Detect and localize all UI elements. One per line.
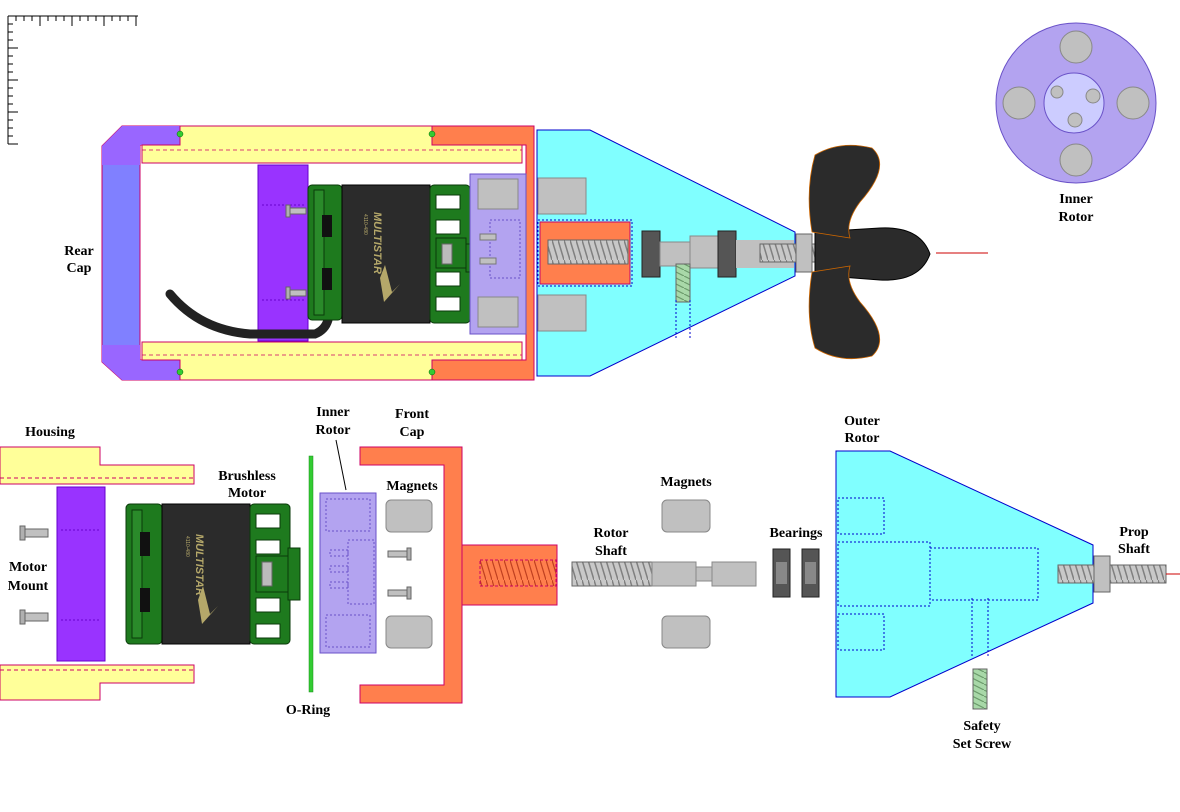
front-cap-exploded xyxy=(359,446,463,704)
joint-dot xyxy=(176,130,184,138)
label-brushless-motor-1: Brushless xyxy=(218,469,276,484)
exploded-view: MULTISTAR 4110-480 xyxy=(0,439,1180,710)
label-outer-rotor-1: Outer xyxy=(844,414,880,429)
magnet xyxy=(385,615,433,649)
motor-mount-exploded xyxy=(56,486,106,662)
label-front-cap-1: Front xyxy=(395,407,429,422)
housing-exploded-bottom xyxy=(0,664,195,701)
ruler xyxy=(7,15,138,145)
label-safety-set-screw-1: Safety xyxy=(963,719,1000,734)
label-motor-mount-2: Mount xyxy=(8,579,49,594)
label-rotor-shaft-1: Rotor xyxy=(594,526,629,541)
bearing-assembled xyxy=(641,230,661,278)
label-motor-mount-1: Motor xyxy=(9,560,47,575)
label-inner-rotor-top-1: Inner xyxy=(1059,192,1092,207)
label-inner-rotor-2: Rotor xyxy=(316,423,351,438)
setscrew-assembled xyxy=(675,263,691,303)
motor-brand-label: MULTISTAR xyxy=(371,212,383,274)
label-housing: Housing xyxy=(25,425,75,440)
mount-screw-exploded xyxy=(19,525,49,541)
motor-model-label: 4110-480 xyxy=(362,214,368,235)
magnet xyxy=(661,615,711,649)
mount-screw xyxy=(285,286,307,300)
joint-dot xyxy=(176,368,184,376)
motor-exploded: MULTISTAR 4110-480 xyxy=(125,503,301,645)
inner-rotor-end-view xyxy=(995,22,1157,184)
label-prop-shaft-1: Prop xyxy=(1119,525,1149,540)
magnet-screw xyxy=(387,547,412,561)
label-front-cap-2: Cap xyxy=(400,425,425,440)
label-magnets-right: Magnets xyxy=(660,475,712,490)
label-bearings: Bearings xyxy=(770,526,823,541)
propeller-blade-bottom xyxy=(808,265,880,360)
propeller-blade-top xyxy=(808,144,880,239)
label-prop-shaft-2: Shaft xyxy=(1118,542,1150,557)
label-o-ring: O-Ring xyxy=(286,703,330,718)
assembled-view: MULTISTAR 4110-480 xyxy=(101,125,988,381)
label-magnets-left: Magnets xyxy=(386,479,438,494)
mount-screw-exploded xyxy=(19,609,49,625)
joint-dot xyxy=(428,368,436,376)
rotor-shaft-assembled xyxy=(547,239,629,265)
label-rotor-shaft-2: Shaft xyxy=(595,544,627,559)
magnet xyxy=(661,499,711,533)
motor-assembled: MULTISTAR 4110-480 xyxy=(307,184,479,324)
setscrew-exploded xyxy=(972,668,988,710)
prop-shaft-exploded xyxy=(1057,564,1095,584)
motor-mount xyxy=(257,164,309,342)
label-safety-set-screw-2: Set Screw xyxy=(953,737,1012,752)
housing-exploded-top xyxy=(0,446,195,485)
rotor-shaft-exploded xyxy=(571,561,655,587)
motor-brand-label-exploded: MULTISTAR xyxy=(193,534,205,596)
label-outer-rotor-2: Rotor xyxy=(845,431,880,446)
rear-cap-corner-top xyxy=(102,126,180,165)
mount-screw xyxy=(285,204,307,218)
outer-rotor-exploded xyxy=(835,450,1094,698)
label-brushless-motor-2: Motor xyxy=(228,486,266,501)
front-cap-top xyxy=(431,125,535,381)
joint-dot xyxy=(428,130,436,138)
label-inner-rotor-top-2: Rotor xyxy=(1059,210,1094,225)
label-rear-cap-2: Cap xyxy=(67,261,92,276)
rear-cap-corner-bottom xyxy=(102,345,180,380)
leader-inner-rotor xyxy=(335,439,347,491)
motor-wire xyxy=(165,289,333,339)
prop-shaft-assembled xyxy=(759,243,797,263)
bearing-assembled xyxy=(717,230,737,278)
label-inner-rotor-1: Inner xyxy=(316,405,349,420)
labels: Rear Cap Inner Rotor Housing Motor Mount… xyxy=(8,192,1151,752)
inner-rotor-exploded xyxy=(319,492,377,654)
label-rear-cap-1: Rear xyxy=(64,244,94,259)
magnet xyxy=(385,499,433,533)
motor-model-label-exploded: 4110-480 xyxy=(184,536,190,557)
magnet-screw xyxy=(387,586,412,600)
o-ring xyxy=(308,455,314,693)
